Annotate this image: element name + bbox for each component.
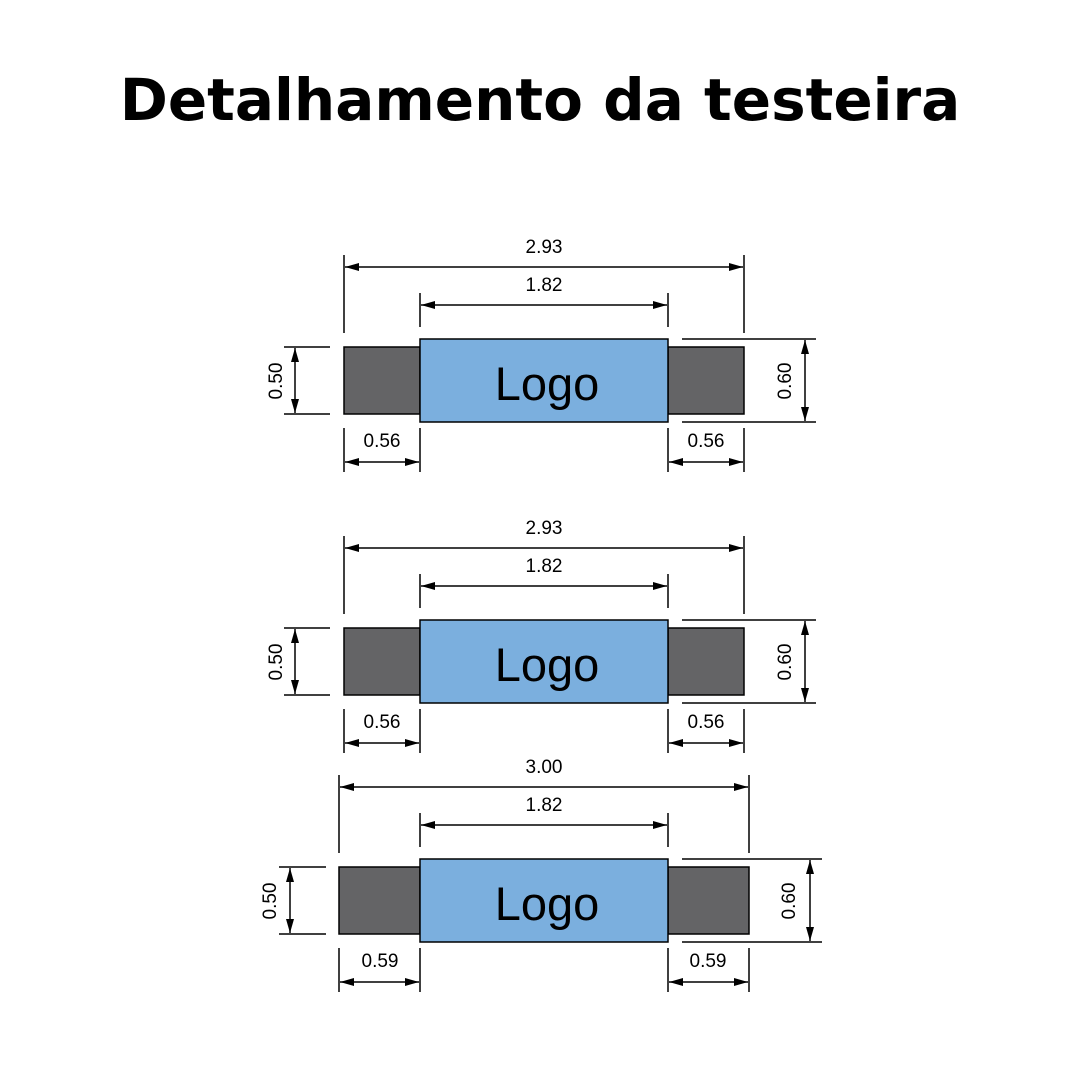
logo-area (419, 619, 669, 704)
side-height-label: 0.50 (266, 644, 287, 681)
overall-width-label: 2.93 (526, 237, 563, 258)
left-side-block (343, 627, 421, 696)
logo-area (419, 858, 669, 943)
logo-label: Logo (495, 877, 600, 930)
left-side-width-label: 0.56 (364, 712, 401, 733)
logo-width-label: 1.82 (526, 795, 563, 816)
logo-label: Logo (495, 357, 600, 410)
left-side-width-label: 0.59 (362, 951, 399, 972)
right-side-width-label: 0.56 (688, 712, 725, 733)
right-side-width-label: 0.59 (690, 951, 727, 972)
left-side-width-label: 0.56 (364, 431, 401, 452)
logo-width-label: 1.82 (526, 275, 563, 296)
overall-width-label: 3.00 (526, 757, 563, 778)
overall-width-label: 2.93 (526, 518, 563, 539)
left-side-block (343, 346, 421, 415)
right-side-block (667, 627, 745, 696)
logo-width-label: 1.82 (526, 556, 563, 577)
testeira-diagram-3: Logo 3.00 1.82 0.50 0.60 0.59 0.59 (260, 757, 822, 992)
left-side-block (338, 866, 421, 935)
testeira-diagram-2: Logo 2.93 1.82 0.50 0.60 0.56 0.56 (266, 518, 816, 753)
right-side-block (667, 866, 750, 935)
side-height-label: 0.50 (260, 883, 281, 920)
page-title: Detalhamento da testeira (119, 66, 961, 134)
testeira-diagram-1: Logo 2.93 1.82 0.50 0.60 0.56 0.56 (266, 237, 816, 472)
logo-height-label: 0.60 (775, 363, 796, 400)
right-side-width-label: 0.56 (688, 431, 725, 452)
logo-height-label: 0.60 (779, 883, 800, 920)
logo-area (419, 338, 669, 423)
side-height-label: 0.50 (266, 363, 287, 400)
right-side-block (667, 346, 745, 415)
logo-label: Logo (495, 638, 600, 691)
logo-height-label: 0.60 (775, 644, 796, 681)
